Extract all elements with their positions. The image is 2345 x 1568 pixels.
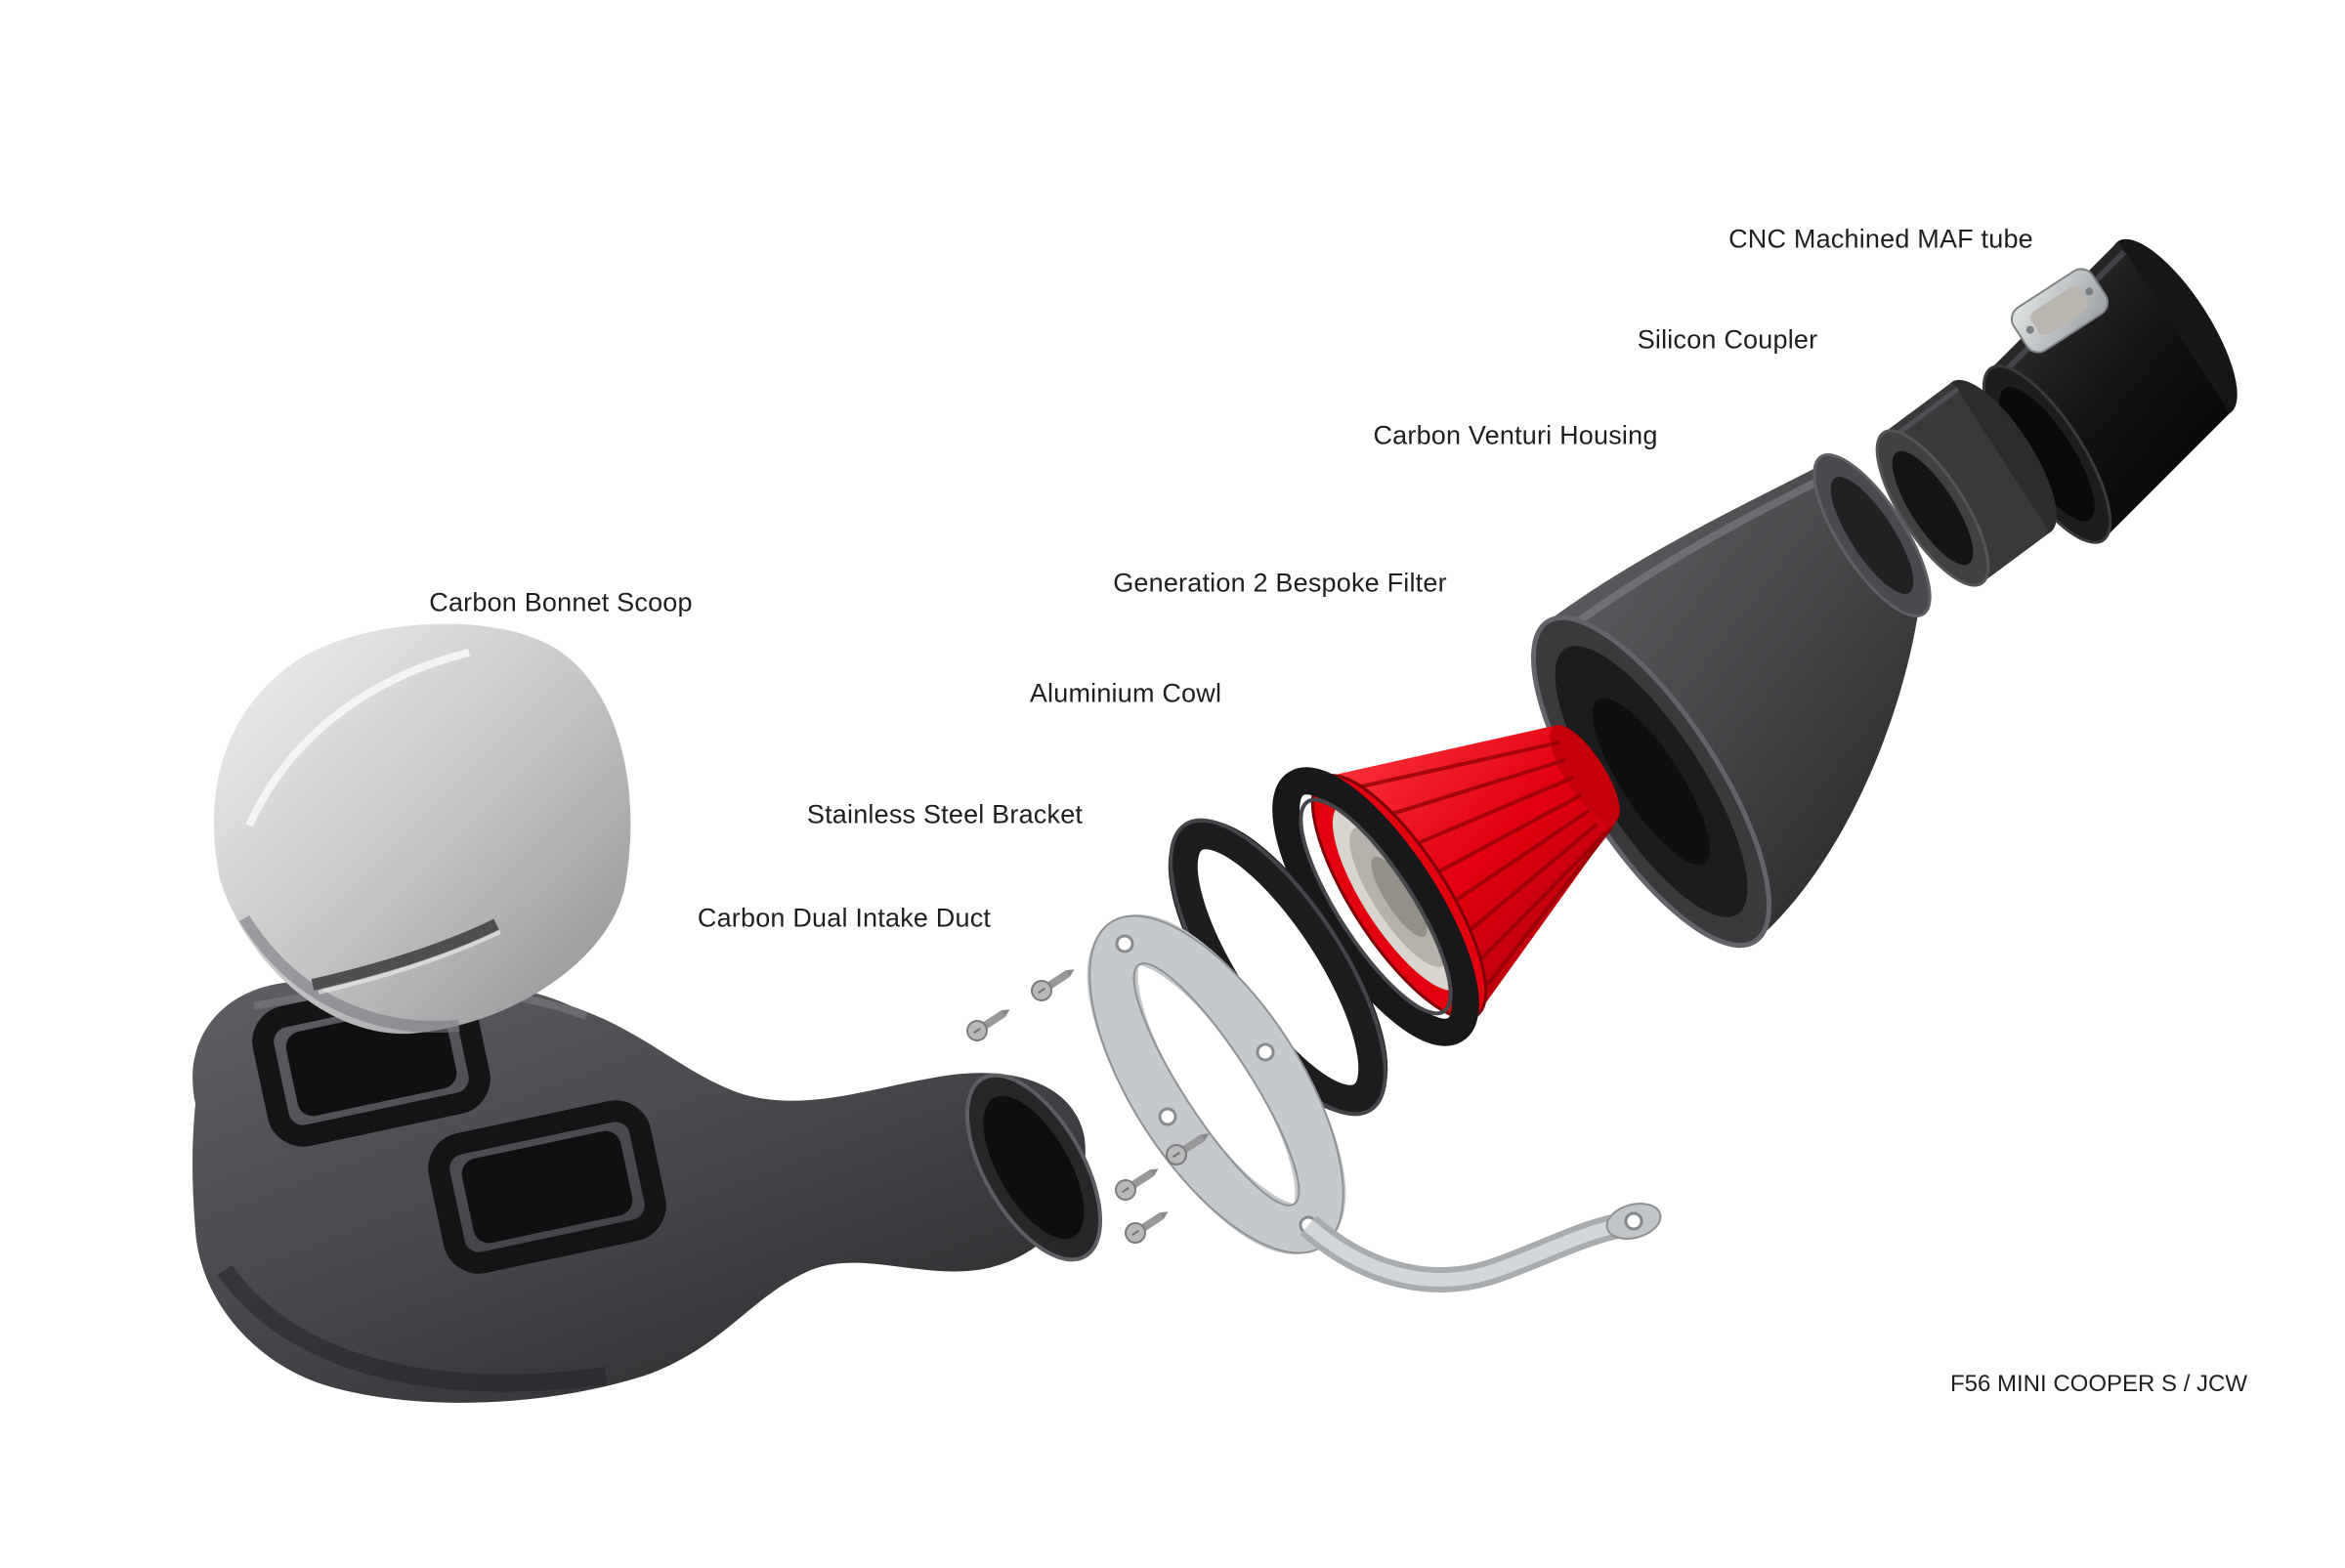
maf-sensor-boss bbox=[2010, 268, 2110, 354]
maf-tube-part bbox=[1982, 238, 2238, 544]
mounting-screws-part bbox=[966, 969, 1210, 1244]
duct-seal-rear bbox=[428, 1100, 666, 1274]
steel-bracket-part bbox=[1087, 914, 1662, 1293]
bonnet-scoop-part bbox=[213, 623, 631, 1035]
silicon-coupler-part bbox=[1875, 379, 2057, 587]
label-carbon-dual-intake-duct: Carbon Dual Intake Duct bbox=[697, 903, 992, 933]
label-silicon-coupler: Silicon Coupler bbox=[1637, 324, 1818, 355]
label-carbon-bonnet-scoop: Carbon Bonnet Scoop bbox=[429, 587, 693, 617]
screw bbox=[1115, 1168, 1159, 1201]
label-generation-2-bespoke-filter: Generation 2 Bespoke Filter bbox=[1113, 568, 1447, 598]
screw bbox=[1031, 969, 1075, 1001]
intake-duct-part bbox=[192, 973, 1103, 1403]
label-aluminium-cowl: Aluminium Cowl bbox=[1029, 678, 1222, 708]
venturi-housing-part bbox=[1530, 453, 1932, 949]
label-carbon-venturi-housing: Carbon Venturi Housing bbox=[1373, 420, 1658, 450]
label-stainless-steel-bracket: Stainless Steel Bracket bbox=[806, 799, 1084, 829]
screw bbox=[1166, 1133, 1210, 1165]
screw bbox=[966, 1009, 1010, 1041]
screw bbox=[1125, 1211, 1169, 1244]
caption-vehicle-model: F56 MINI COOPER S / JCW bbox=[1949, 1371, 2248, 1397]
label-cnc-machined-maf-tube: CNC Machined MAF tube bbox=[1728, 224, 2033, 254]
